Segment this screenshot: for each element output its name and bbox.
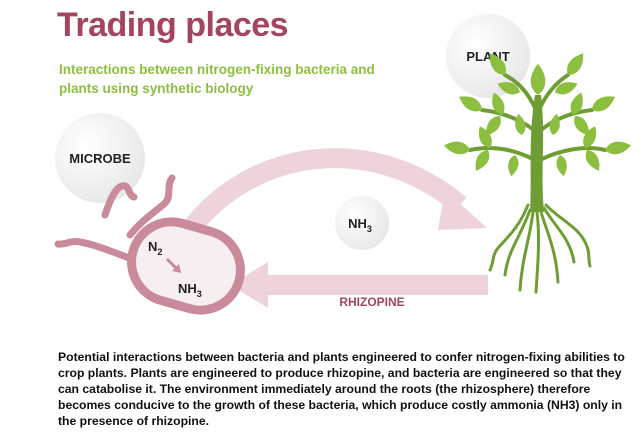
- ammonia-arrow: [182, 148, 487, 237]
- rhizopine-arrow: [230, 262, 488, 308]
- microbe-bubble: [55, 113, 145, 203]
- conversion-arrow-icon: [165, 257, 181, 273]
- released-nh3-label: NH3: [348, 216, 372, 234]
- page-title: Trading places: [57, 6, 289, 44]
- plant: [442, 49, 633, 294]
- rhizopine-label: RHIZOPINE: [339, 295, 404, 309]
- n2-label: N2: [148, 239, 162, 257]
- microbe-cell: [54, 174, 245, 315]
- page-subtitle: Interactions between nitrogen-fixing bac…: [59, 62, 375, 96]
- microbe-nh3-label: NH3: [178, 281, 202, 299]
- nh3-bubble: [335, 196, 389, 250]
- figure-caption: Potential interactions between bacteria …: [58, 350, 625, 428]
- microbe-label: MICROBE: [69, 151, 131, 166]
